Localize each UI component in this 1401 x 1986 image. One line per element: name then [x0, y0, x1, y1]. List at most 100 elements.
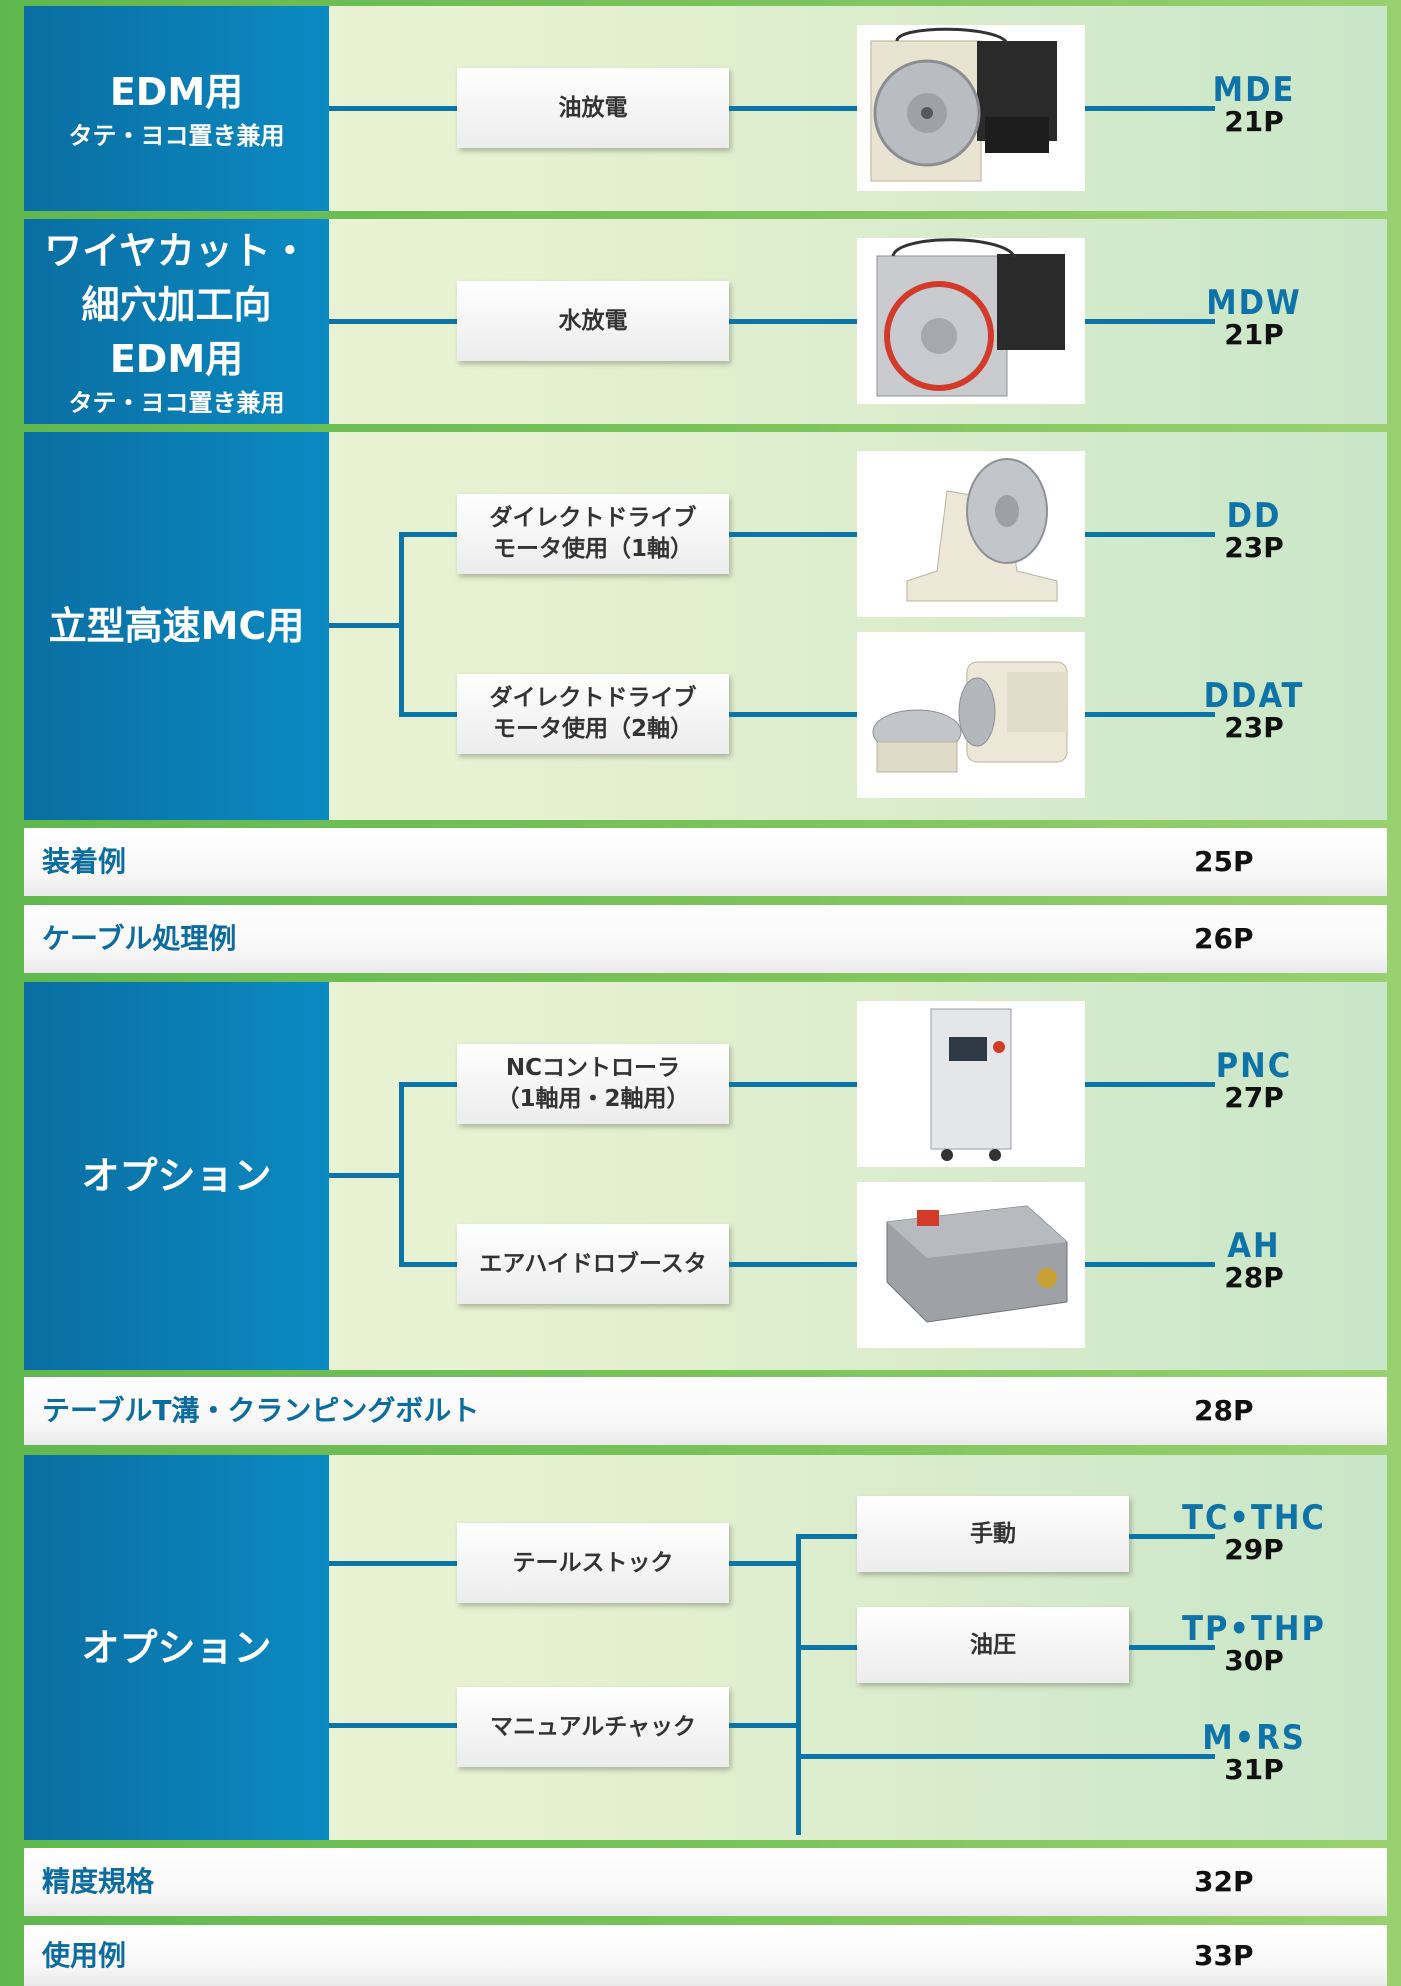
- connector-line: [1129, 1534, 1215, 1539]
- section-options-1: オプション NCコントローラ （1軸用・2軸用） PNC 27P エアハイドロブ…: [24, 982, 1387, 1370]
- toc-page: 32P: [1194, 1865, 1254, 1898]
- section-edm-oil: EDM用 タテ・ヨコ置き兼用 油放電 MDE 21P: [24, 6, 1387, 211]
- sub-category-box[interactable]: 油圧: [857, 1607, 1129, 1683]
- category-box[interactable]: エアハイドロブースタ: [457, 1224, 729, 1304]
- connector-line: [1085, 712, 1215, 717]
- connector-line: [796, 1754, 1215, 1759]
- section-title-line: ワイヤカット・: [44, 228, 309, 273]
- connector-branch: [399, 532, 404, 714]
- category-box[interactable]: 油放電: [457, 68, 729, 148]
- category-label-line: ダイレクトドライブ: [489, 685, 697, 711]
- category-label-line: モータ使用（1軸）: [492, 536, 693, 562]
- toc-page: 26P: [1194, 922, 1254, 955]
- section-heading: ワイヤカット・ 細穴加工向 EDM用 タテ・ヨコ置き兼用: [24, 219, 329, 424]
- connector-line: [1085, 1082, 1215, 1087]
- toc-row-usage-example[interactable]: 使用例 33P: [24, 1925, 1387, 1986]
- model-code: MDE: [1212, 70, 1296, 110]
- product-photo-pnc: [857, 1001, 1085, 1167]
- category-label: エアハイドロブースタ: [479, 1250, 707, 1277]
- product-photo-mde: [857, 25, 1085, 191]
- sub-category-label: 油圧: [970, 1631, 1016, 1658]
- category-label: 油放電: [558, 94, 628, 121]
- category-box[interactable]: 水放電: [457, 281, 729, 361]
- connector-line: [399, 532, 479, 537]
- category-label: マニュアルチャック: [489, 1713, 697, 1740]
- section-title: EDM用: [109, 69, 244, 114]
- page-ref: 21P: [1224, 318, 1284, 351]
- connector-line: [1085, 319, 1215, 324]
- connector-line: [729, 319, 881, 324]
- section-title: オプション: [81, 1154, 272, 1198]
- category-box[interactable]: テールストック: [457, 1523, 729, 1603]
- toc-row-t-slot-bolt[interactable]: テーブルT溝・クランピングボルト 28P: [24, 1377, 1387, 1445]
- product-photo-ah: [857, 1182, 1085, 1348]
- page-ref: 23P: [1224, 711, 1284, 744]
- category-label-line: モータ使用（2軸）: [492, 716, 693, 742]
- toc-row-installation-example[interactable]: 装着例 25P: [24, 828, 1387, 896]
- toc-title: 装着例: [42, 845, 127, 878]
- connector-line: [399, 1262, 479, 1267]
- connector-line: [329, 106, 481, 111]
- section-subtitle: タテ・ヨコ置き兼用: [68, 121, 285, 150]
- section-options-2: オプション テールストック マニュアルチャック 手動 油圧 TC•THC 29P…: [24, 1455, 1387, 1840]
- product-photo-ddat: [857, 632, 1085, 798]
- category-label-line: NCコントローラ: [505, 1055, 681, 1081]
- sub-category-label: 手動: [970, 1520, 1016, 1547]
- connector-line: [1085, 1262, 1215, 1267]
- section-heading: オプション: [24, 982, 329, 1370]
- page-ref: 30P: [1224, 1644, 1284, 1677]
- model-label: DDAT 23P: [1194, 676, 1314, 744]
- model-code: DDAT: [1203, 676, 1305, 716]
- toc-title: 精度規格: [42, 1865, 155, 1898]
- page-ref: 31P: [1224, 1753, 1284, 1786]
- category-label: テールストック: [512, 1549, 674, 1576]
- section-title-line: 細穴加工向: [81, 282, 272, 327]
- model-code: M•RS: [1202, 1718, 1306, 1758]
- product-photo-dd: [857, 451, 1085, 617]
- connector-line: [729, 1262, 881, 1267]
- category-label-line: （1軸用・2軸用）: [496, 1086, 690, 1112]
- page-ref: 27P: [1224, 1081, 1284, 1114]
- model-code: PNC: [1215, 1046, 1293, 1086]
- connector-line: [729, 106, 881, 111]
- connector-line: [796, 1645, 881, 1650]
- category-label: 水放電: [558, 307, 628, 334]
- model-code: TC•THC: [1182, 1498, 1326, 1538]
- toc-title: 使用例: [42, 1939, 127, 1972]
- model-label: M•RS 31P: [1194, 1718, 1314, 1786]
- category-box[interactable]: NCコントローラ （1軸用・2軸用）: [457, 1044, 729, 1124]
- connector-branch: [796, 1534, 801, 1835]
- connector-line: [329, 1723, 481, 1728]
- section-title: 立型高速MC用: [48, 604, 305, 648]
- page-ref: 29P: [1224, 1533, 1284, 1566]
- section-title-line: EDM用: [109, 336, 244, 381]
- toc-row-accuracy-standard[interactable]: 精度規格 32P: [24, 1848, 1387, 1916]
- category-box[interactable]: ダイレクトドライブ モータ使用（1軸）: [457, 494, 729, 574]
- section-subtitle: タテ・ヨコ置き兼用: [68, 388, 285, 417]
- model-label: DD 23P: [1194, 496, 1314, 564]
- toc-page: 25P: [1194, 845, 1254, 878]
- connector-line: [399, 1082, 479, 1087]
- connector-line: [1085, 106, 1215, 111]
- toc-page: 33P: [1194, 1939, 1254, 1972]
- toc-row-cable-example[interactable]: ケーブル処理例 26P: [24, 905, 1387, 973]
- model-label: MDE 21P: [1194, 70, 1314, 138]
- connector-line: [329, 1173, 401, 1178]
- category-box[interactable]: マニュアルチャック: [457, 1687, 729, 1767]
- category-box[interactable]: ダイレクトドライブ モータ使用（2軸）: [457, 674, 729, 754]
- model-code: MDW: [1206, 283, 1302, 323]
- section-edm-water: ワイヤカット・ 細穴加工向 EDM用 タテ・ヨコ置き兼用 水放電 MDW 21P: [24, 219, 1387, 424]
- model-code: DD: [1226, 496, 1282, 536]
- connector-line: [796, 1534, 881, 1539]
- page-ref: 28P: [1224, 1261, 1284, 1294]
- model-label: AH 28P: [1194, 1226, 1314, 1294]
- sub-category-box[interactable]: 手動: [857, 1496, 1129, 1572]
- connector-line: [329, 319, 481, 324]
- category-label-line: ダイレクトドライブ: [489, 505, 697, 531]
- model-code: AH: [1227, 1226, 1281, 1266]
- model-label: TP•THP 30P: [1179, 1609, 1329, 1677]
- section-heading: EDM用 タテ・ヨコ置き兼用: [24, 6, 329, 211]
- section-heading: 立型高速MC用: [24, 432, 329, 820]
- toc-title: テーブルT溝・クランピングボルト: [42, 1394, 480, 1427]
- model-code: TP•THP: [1182, 1609, 1326, 1649]
